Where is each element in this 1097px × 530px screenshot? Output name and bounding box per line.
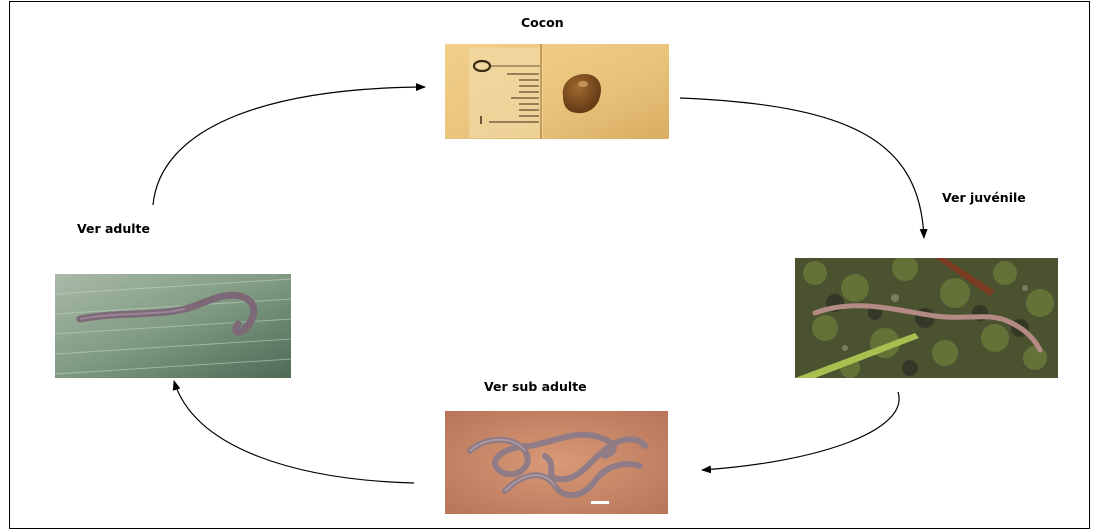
cocoon-photo: [445, 44, 669, 139]
label-subadult: Ver sub adulte: [484, 379, 587, 394]
arrow-subadult-to-adult: [172, 380, 415, 484]
label-juvenile: Ver juvénile: [942, 190, 1026, 205]
arrow-juvenile-to-subadult: [701, 391, 900, 474]
adult-worm-photo: [55, 274, 291, 378]
label-adult: Ver adulte: [77, 221, 151, 236]
arrow-adult-to-cocoon: [152, 83, 426, 206]
subadult-worm-photo: [445, 411, 668, 514]
arrow-cocoon-to-juvenile: [679, 97, 928, 239]
label-cocoon: Cocon: [521, 15, 564, 30]
juvenile-worm-photo: [795, 258, 1058, 378]
